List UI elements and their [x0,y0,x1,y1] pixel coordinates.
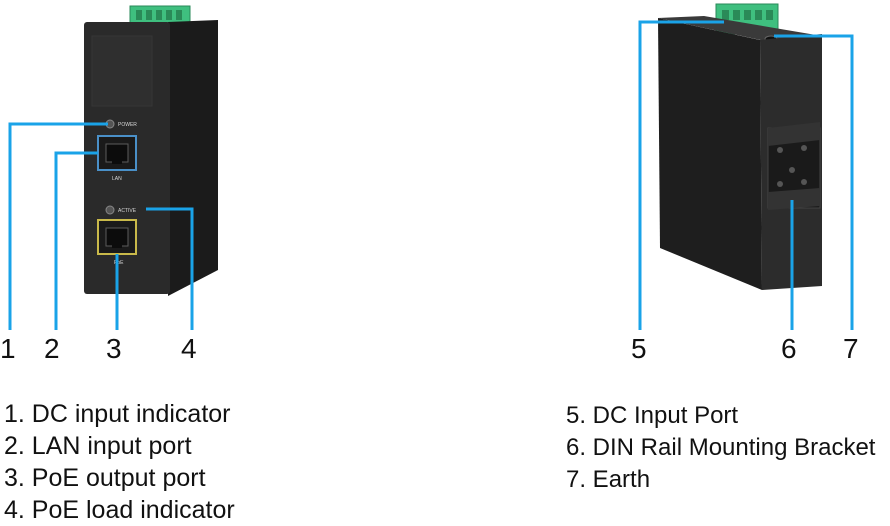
lan-label: LAN [112,176,122,182]
callout-number-5: 5 [631,333,647,364]
power-label: POWER [118,122,137,128]
front-terminal-block [129,5,191,25]
legend-item-1: 1. DC input indicator [4,400,231,428]
callout-number-7: 7 [843,333,859,364]
din-rail-bracket [767,122,821,210]
callout-line-4 [146,207,194,330]
poe-port [97,219,137,255]
legend-item-5: 5. DC Input Port [566,402,739,429]
front-device-side [168,20,218,296]
front-device: POWER LAN ACTIVE PoE [84,5,218,296]
callout-lines [8,20,854,330]
active-led [105,205,115,215]
callout-number-4: 4 [181,333,197,364]
legend-item-3: 3. PoE output port [4,464,206,492]
callout-number-6: 6 [781,333,797,364]
lan-port [97,135,137,171]
active-label: ACTIVE [118,208,137,214]
legend-item-4: 4. PoE load indicator [4,496,235,524]
back-device-left-side [658,18,762,290]
callout-line-5 [638,20,724,330]
callout-line-7 [774,34,854,330]
legend-item-6: 6. DIN Rail Mounting Bracket [566,434,876,461]
back-device [658,3,822,290]
callout-line-2 [54,151,98,330]
legend-item-7: 7. Earth [566,466,651,493]
poe-label: PoE [114,260,124,266]
callout-line-1 [8,122,108,330]
callout-number-1: 1 [0,333,16,364]
legend-back: 5. DC Input Port 6. DIN Rail Mounting Br… [566,400,875,496]
callout-number-3: 3 [106,333,122,364]
legend-front: 1. DC input indicator 2. LAN input port … [4,398,235,526]
legend-item-2: 2. LAN input port [4,432,192,460]
callout-number-2: 2 [44,333,60,364]
